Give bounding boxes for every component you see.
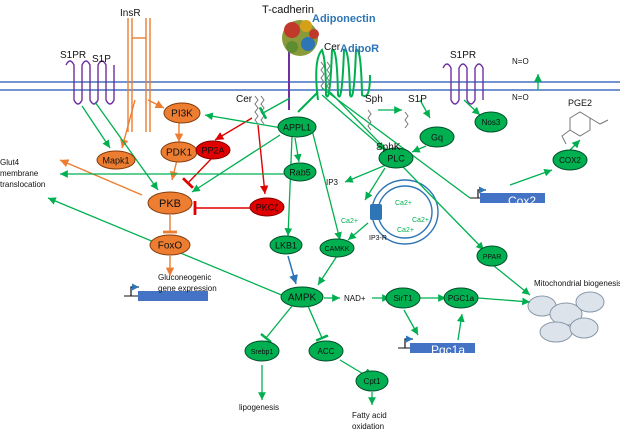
node-srebp1-label: Srebp1 (251, 349, 274, 356)
node-nos3-label: Nos3 (482, 118, 501, 127)
ceramide-top-icon (320, 61, 331, 91)
node-mapk1-label: Mapk1 (102, 155, 129, 165)
node-gq-label: Gq (431, 132, 443, 142)
node-pdk1: PDK1 (160, 141, 198, 163)
glut4-label-3: translocation (0, 180, 45, 189)
gene-pgc1a: Pgc1a (398, 335, 475, 357)
node-lkb1-label: LKB1 (275, 240, 297, 250)
node-pi3k: PI3K (163, 102, 201, 124)
node-acc-label: ACC (318, 347, 335, 356)
gene-pgc1a-label: Pgc1a (431, 343, 465, 357)
node-pp2a-label: PP2A (201, 145, 224, 155)
node-camkk: CAMKK (319, 238, 355, 258)
insr-label: InsR (120, 8, 141, 19)
node-camkk-label: CAMKK (325, 246, 350, 253)
no-top-label: N=O (512, 57, 529, 66)
sphk-label: SphK (376, 142, 401, 153)
lipogenesis-label: lipogenesis (239, 403, 279, 412)
gluconeogenic-label-2: gene expression (158, 284, 217, 293)
node-pkcz-label: PKCζ (256, 202, 279, 212)
s1pr-right-label: S1PR (450, 50, 476, 61)
gluconeogenic-label-1: Gluconeogenic (158, 273, 211, 282)
s1pr-left-receptor (65, 60, 115, 105)
node-foxo-label: FoxO (158, 241, 183, 252)
mitochondria-icon (527, 291, 605, 343)
node-cox2: COX2 (552, 149, 588, 171)
ceramide-mid-icon (254, 95, 265, 125)
orange-edges (59, 99, 184, 276)
pge2-label: PGE2 (568, 98, 592, 108)
glut4-label-2: membrane (0, 169, 39, 178)
ca-label-1: Ca2+ (341, 218, 358, 225)
node-plc-label: PLC (387, 153, 405, 163)
node-appl1-label: APPL1 (283, 122, 311, 132)
node-pdk1-label: PDK1 (166, 148, 193, 159)
adipor-label: AdipoR (340, 43, 379, 55)
node-pgc1a: PGC1a (443, 287, 479, 309)
gene-cox2-label: Cox2 (508, 194, 536, 208)
endoplasmic-reticulum (370, 179, 439, 245)
s1pr-left-label: S1PR (60, 50, 86, 61)
ip3r-label: IP3-R (369, 235, 387, 242)
tcadherin-label: T-cadherin (262, 4, 314, 16)
cer-mid-label: Cer (236, 94, 253, 105)
node-rab5: Rab5 (283, 162, 317, 182)
sphingosine-icon (367, 109, 409, 131)
node-appl1: APPL1 (277, 116, 317, 138)
ca-label-4: Ca2+ (397, 227, 414, 234)
node-rab5-label: Rab5 (289, 167, 311, 177)
node-sirt1-label: SirT1 (393, 294, 413, 303)
node-cpt1: Cpt1 (355, 370, 389, 392)
adipor-tail (297, 91, 319, 113)
node-ppar: PPAR (476, 245, 508, 267)
gene-gluconeogenic (124, 283, 208, 301)
node-ampk: AMPK (280, 286, 324, 308)
node-lkb1: LKB1 (269, 235, 303, 255)
node-cox2-label: COX2 (559, 156, 581, 165)
ip3-label: IP3 (326, 178, 339, 187)
node-cpt1-label: Cpt1 (364, 377, 381, 386)
adiponectin-molecule (282, 20, 319, 56)
no-bot-label: N=O (512, 93, 529, 102)
s1pr-right-receptor (442, 63, 484, 105)
glut4-label-1: Glut4 (0, 158, 20, 167)
cell-membrane (0, 81, 620, 91)
ca-label-3: Ca2+ (412, 217, 429, 224)
node-pkb: PKB (147, 191, 193, 215)
node-srebp1: Srebp1 (244, 340, 280, 362)
node-pp2a: PP2A (195, 140, 231, 160)
green-edges (47, 74, 581, 405)
node-gq: Gq (419, 126, 455, 148)
node-foxo: FoxO (149, 234, 191, 256)
node-sirt1: SirT1 (385, 287, 421, 309)
node-ampk-label: AMPK (288, 293, 317, 304)
node-mapk1: Mapk1 (96, 150, 136, 170)
node-nos3: Nos3 (474, 111, 508, 133)
adipor-receptor (315, 48, 371, 101)
node-pkcz: PKCζ (249, 197, 285, 217)
lkb1-ampk-edge (287, 255, 298, 285)
adiponectin-label: Adiponectin (312, 13, 376, 25)
pge2-structure-icon (561, 111, 609, 145)
insr-receptor (127, 18, 151, 132)
fatty-label-1: Fatty acid (352, 411, 387, 420)
ca-label-2: Ca2+ (395, 200, 412, 207)
s1p-right-label: S1P (408, 94, 427, 105)
cer-top-label: Cer (324, 42, 341, 53)
node-pgc1a-label: PGC1a (448, 294, 475, 303)
fatty-label-2: oxidation (352, 422, 384, 431)
s1p-left-label: S1P (92, 54, 111, 65)
nad-label: NAD+ (344, 294, 366, 303)
gene-cox2: Cox2 (470, 186, 545, 208)
mito-label: Mitochondrial biogenesis (534, 279, 620, 288)
node-plc: PLC (378, 147, 414, 169)
node-acc: ACC (308, 340, 344, 362)
node-pi3k-label: PI3K (171, 109, 193, 120)
node-ppar-label: PPAR (483, 254, 502, 261)
red-edges (181, 117, 269, 215)
sph-label: Sph (365, 94, 383, 105)
node-pkb-label: PKB (159, 198, 181, 210)
